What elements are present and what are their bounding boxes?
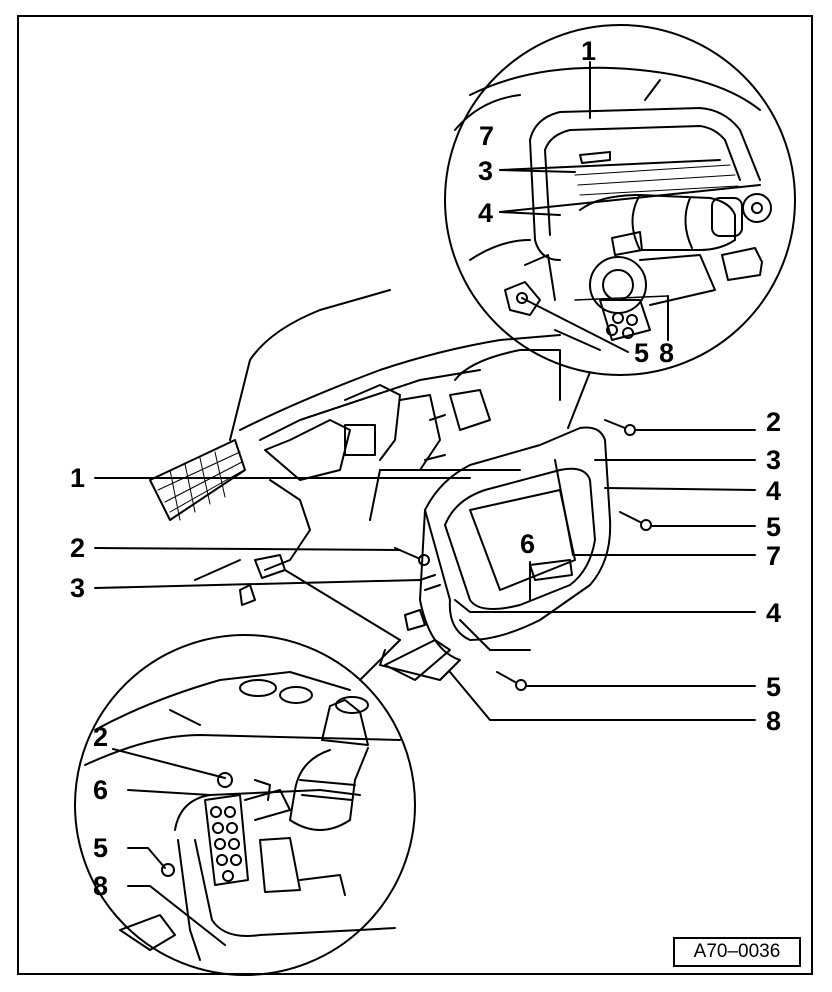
leader-bot-6 xyxy=(127,789,211,796)
callout-top-4: 4 xyxy=(478,198,493,228)
callout-main-3-left: 3 xyxy=(70,573,85,603)
bottom-detail-art xyxy=(84,671,401,961)
screw-icons xyxy=(394,419,652,691)
callout-main-7-right: 7 xyxy=(766,541,781,571)
leader-main-7r xyxy=(554,459,756,556)
leader-top-3b xyxy=(499,159,721,171)
callout-bot-5: 5 xyxy=(93,833,108,863)
reference-code-label: A70–0036 xyxy=(673,937,801,967)
bottom-detail-circle xyxy=(74,634,416,976)
top-detail-art xyxy=(454,66,772,351)
callout-main-1-left: 1 xyxy=(70,463,85,493)
leader-bot-8 xyxy=(127,885,226,946)
leader-bot-5 xyxy=(127,847,166,869)
callout-main-6-center: 6 xyxy=(520,529,535,559)
leader-top-5 xyxy=(521,297,629,353)
leader-main-4rl xyxy=(454,599,756,613)
bottom-leader-line xyxy=(359,639,401,681)
callout-main-8-right: 8 xyxy=(766,706,781,736)
leader-bot-2 xyxy=(112,748,226,779)
callout-top-8: 8 xyxy=(659,338,674,368)
leader-main-4ru xyxy=(604,487,756,491)
top-detail-circle xyxy=(444,24,796,376)
leader-main-2l xyxy=(94,547,401,551)
leader-top-4a xyxy=(499,211,561,216)
leader-main-3l xyxy=(94,579,421,589)
leader-main-8r xyxy=(449,671,756,721)
callout-main-3-right: 3 xyxy=(766,445,781,475)
callout-main-2-right: 2 xyxy=(766,407,781,437)
leader-top-4b xyxy=(499,184,761,213)
callout-main-5-right-lower: 5 xyxy=(766,672,781,702)
callout-top-1: 1 xyxy=(581,36,596,66)
top-leader-line xyxy=(567,371,591,429)
callout-bot-8: 8 xyxy=(93,871,108,901)
callout-main-4-right-upper: 4 xyxy=(766,476,781,506)
callout-top-5: 5 xyxy=(634,338,649,368)
callout-main-2-left: 2 xyxy=(70,533,85,563)
callout-labels: 1 7 3 4 5 8 2 3 4 5 7 4 5 8 1 2 3 6 2 6 … xyxy=(70,36,781,901)
main-dashboard-art xyxy=(149,289,612,681)
callout-bot-6: 6 xyxy=(93,775,108,805)
callout-top-3: 3 xyxy=(478,156,493,186)
callout-bot-2: 2 xyxy=(93,722,108,752)
callout-main-5-right-upper: 5 xyxy=(766,512,781,542)
callout-top-7: 7 xyxy=(479,121,494,151)
callout-main-4-right-lower: 4 xyxy=(766,598,781,628)
